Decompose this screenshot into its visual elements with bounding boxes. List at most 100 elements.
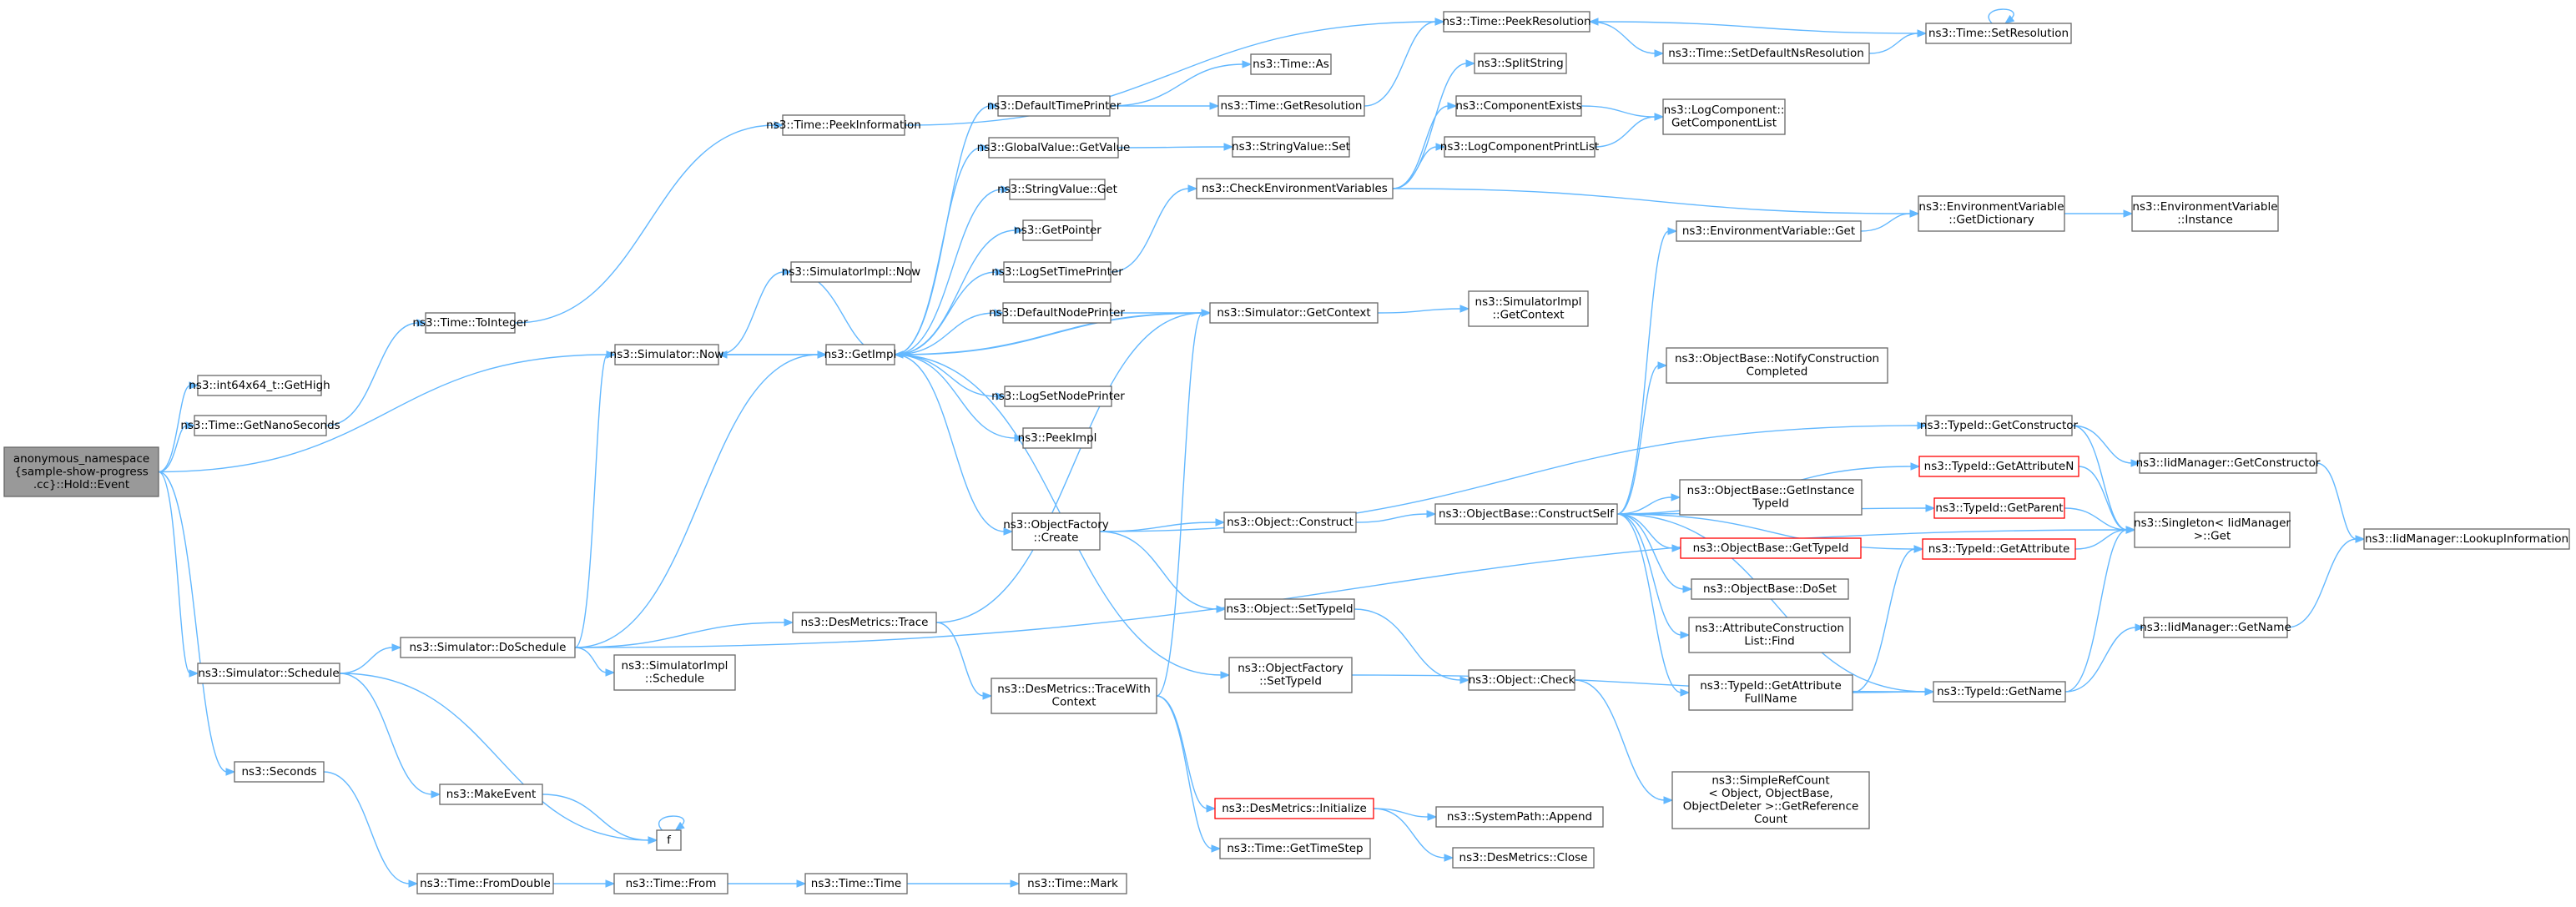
edge-checkenvvars-to-envvargetdict xyxy=(1392,188,1920,218)
node-objbasegettypeid[interactable]: ns3::ObjectBase::GetTypeId xyxy=(1680,537,1862,559)
node-makeevent[interactable]: ns3::MakeEvent xyxy=(439,784,543,805)
node-simnow[interactable]: ns3::Simulator::Now xyxy=(610,344,724,365)
node-typeidgetparent[interactable]: ns3::TypeId::GetParent xyxy=(1933,497,2065,519)
node-systempathappend[interactable]: ns3::SystemPath::Append xyxy=(1435,806,1604,828)
node-simimplschedule[interactable]: ns3::SimulatorImpl::Schedule xyxy=(613,654,736,691)
edge-root-to-simschedule xyxy=(158,471,199,678)
node-objfactorysettypeid[interactable]: ns3::ObjectFactory::SetTypeId xyxy=(1228,657,1353,693)
node-desmetricstrace[interactable]: ns3::DesMetrics::Trace xyxy=(792,612,937,633)
node-stringvalueget[interactable]: ns3::StringValue::Get xyxy=(997,179,1117,200)
node-typeidgetconstructor[interactable]: ns3::TypeId::GetConstructor xyxy=(1920,415,2079,436)
arrowhead xyxy=(2123,209,2134,218)
node-box xyxy=(2134,511,2291,548)
node-objconstruct[interactable]: ns3::Object::Construct xyxy=(1223,511,1357,533)
node-root[interactable]: anonymous_namespace{sample-show-progress… xyxy=(3,446,159,497)
node-label: ns3::AttributeConstruction xyxy=(1695,622,1844,635)
edge-checkenvvars-to-splitstring xyxy=(1392,59,1476,189)
edge-desmetricstracewithcontext-to-desmetricsinitialize xyxy=(1156,695,1217,813)
node-objfactorycreate[interactable]: ns3::ObjectFactory::Create xyxy=(1003,512,1109,551)
node-typeidgetattributen[interactable]: ns3::TypeId::GetAttributeN xyxy=(1918,456,2079,477)
node-getpointer[interactable]: ns3::GetPointer xyxy=(1014,219,1101,241)
node-iidgetconstructor[interactable]: ns3::IidManager::GetConstructor xyxy=(2136,452,2321,474)
node-typeidgetname[interactable]: ns3::TypeId::GetName xyxy=(1933,681,2066,703)
edge-constructself-to-typeidgetattrfullname xyxy=(1616,513,1691,697)
node-envvarget[interactable]: ns3::EnvironmentVariable::Get xyxy=(1676,220,1862,242)
node-simgetcontext[interactable]: ns3::Simulator::GetContext xyxy=(1209,302,1379,324)
arrowhead xyxy=(1465,59,1476,68)
node-timeas[interactable]: ns3::Time::As xyxy=(1250,53,1332,75)
node-label: ns3::StringValue::Get xyxy=(997,183,1117,196)
node-simimplgetcontext[interactable]: ns3::SimulatorImpl::GetContext xyxy=(1468,290,1589,327)
node-peekinformation[interactable]: ns3::Time::PeekInformation xyxy=(766,114,921,136)
node-setdefaultnsres[interactable]: ns3::Time::SetDefaultNsResolution xyxy=(1662,43,1870,64)
node-getimpl[interactable]: ns3::GetImpl xyxy=(824,344,897,365)
node-componentexists[interactable]: ns3::ComponentExists xyxy=(1455,95,1582,117)
node-box xyxy=(194,415,327,436)
node-envvarinstance[interactable]: ns3::EnvironmentVariable::Instance xyxy=(2131,195,2279,232)
node-typeidgetattribute[interactable]: ns3::TypeId::GetAttribute xyxy=(1922,538,2076,560)
arrowhead xyxy=(717,350,728,359)
node-checkenvvars[interactable]: ns3::CheckEnvironmentVariables xyxy=(1196,178,1394,199)
node-defaultnodeprinter[interactable]: ns3::DefaultNodePrinter xyxy=(989,302,1125,324)
edge-desmetricstracewithcontext-to-simgetcontext xyxy=(1156,309,1212,697)
arrowhead xyxy=(1459,305,1470,313)
node-label: ns3::LogSetNodePrinter xyxy=(991,390,1125,403)
node-objsettypeid[interactable]: ns3::Object::SetTypeId xyxy=(1224,598,1355,620)
edge-line xyxy=(158,385,191,473)
node-setresolution[interactable]: ns3::Time::SetResolution xyxy=(1925,23,2072,44)
node-constructself[interactable]: ns3::ObjectBase::ConstructSelf xyxy=(1434,503,1618,525)
node-simdoschedule[interactable]: ns3::Simulator::DoSchedule xyxy=(400,637,576,658)
arrowhead xyxy=(431,790,441,799)
node-label: {sample-show-progress xyxy=(14,465,149,478)
node-gethigh[interactable]: ns3::int64x64_t::GetHigh xyxy=(189,375,330,396)
node-loggetcomponentlist[interactable]: ns3::LogComponent::GetComponentList xyxy=(1662,98,1786,135)
node-simschedule[interactable]: ns3::Simulator::Schedule xyxy=(197,663,340,684)
node-envvargetdict[interactable]: ns3::EnvironmentVariable::GetDictionary xyxy=(1918,195,2065,232)
arrowhead xyxy=(185,421,196,430)
node-label: ns3::DesMetrics::Initialize xyxy=(1222,802,1367,815)
node-box xyxy=(782,114,905,136)
node-objcheck[interactable]: ns3::Object::Check xyxy=(1468,669,1575,691)
node-box xyxy=(1662,43,1870,64)
node-box xyxy=(997,95,1111,117)
arrowhead xyxy=(2135,623,2145,632)
node-box xyxy=(1002,302,1112,324)
node-timegettimestep[interactable]: ns3::Time::GetTimeStep xyxy=(1219,838,1371,859)
node-simplerefcount[interactable]: ns3::SimpleRefCount< Object, ObjectBase,… xyxy=(1671,771,1870,829)
node-peekresolution[interactable]: ns3::Time::PeekResolution xyxy=(1442,11,1591,33)
node-box xyxy=(1662,98,1786,135)
node-timefrom[interactable]: ns3::Time::From xyxy=(613,873,728,894)
node-desmetricsinitialize[interactable]: ns3::DesMetrics::Initialize xyxy=(1214,798,1374,819)
node-timetime[interactable]: ns3::Time::Time xyxy=(804,873,908,894)
node-singletonget[interactable]: ns3::Singleton< IidManager>::Get xyxy=(2134,511,2291,548)
node-logsettimeprinter[interactable]: ns3::LogSetTimePrinter xyxy=(991,261,1123,283)
node-iidlookupinfo[interactable]: ns3::IidManager::LookupInformation xyxy=(2363,528,2570,550)
node-logsetnodeprinter[interactable]: ns3::LogSetNodePrinter xyxy=(991,385,1125,407)
node-label: ns3::EnvironmentVariable xyxy=(1918,200,2064,214)
node-timefromdouble[interactable]: ns3::Time::FromDouble xyxy=(416,873,554,894)
node-ffunc[interactable]: f xyxy=(656,829,682,851)
node-simimplnow[interactable]: ns3::SimulatorImpl::Now xyxy=(782,261,920,283)
node-defaulttimeprinter[interactable]: ns3::DefaultTimePrinter xyxy=(987,95,1122,117)
edge-line xyxy=(158,425,188,473)
node-globalvaluegetvalue[interactable]: ns3::GlobalValue::GetValue xyxy=(977,137,1131,159)
node-splitstring[interactable]: ns3::SplitString xyxy=(1474,53,1567,74)
node-desmetricsclose[interactable]: ns3::DesMetrics::Close xyxy=(1452,847,1595,869)
node-iidgetname[interactable]: ns3::IidManager::GetName xyxy=(2140,617,2291,638)
node-seconds[interactable]: ns3::Seconds xyxy=(234,761,325,783)
node-getnanoseconds[interactable]: ns3::Time::GetNanoSeconds xyxy=(180,415,340,436)
node-timegetresolution[interactable]: ns3::Time::GetResolution xyxy=(1217,95,1365,117)
node-objbasedoset[interactable]: ns3::ObjectBase::DoSet xyxy=(1691,578,1849,600)
node-box xyxy=(614,344,719,365)
node-label: ns3::Simulator::Schedule xyxy=(198,667,339,680)
node-notifyconstruction[interactable]: ns3::ObjectBase::NotifyConstructionCompl… xyxy=(1666,347,1888,384)
node-timetointeger[interactable]: ns3::Time::ToInteger xyxy=(412,312,528,334)
node-timemark[interactable]: ns3::Time::Mark xyxy=(1018,873,1127,894)
node-peekimpl[interactable]: ns3::PeekImpl xyxy=(1018,427,1097,449)
node-stringvalueset[interactable]: ns3::StringValue::Set xyxy=(1232,136,1350,158)
node-logcomponentprintlist[interactable]: ns3::LogComponentPrintList xyxy=(1440,136,1599,158)
